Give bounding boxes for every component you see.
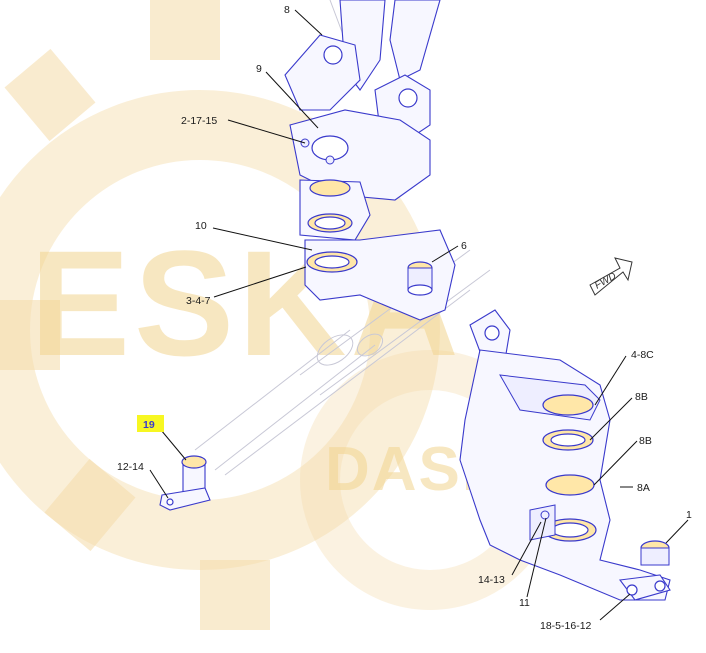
callout-11[interactable]: 11 — [519, 597, 530, 609]
callout-2-17-15[interactable]: 2-17-15 — [181, 115, 217, 127]
callout-14-13[interactable]: 14-13 — [478, 574, 505, 586]
callout-8a[interactable]: 8A — [637, 482, 650, 494]
callout-10[interactable]: 10 — [195, 220, 207, 232]
fwd-label: FWD — [593, 271, 618, 292]
callout-18-5-16-12[interactable]: 18-5-16-12 — [540, 620, 592, 632]
callout-19[interactable]: 19 — [143, 419, 155, 431]
callout-8[interactable]: 8 — [284, 4, 290, 16]
fwd-arrow-icon: FWD — [589, 257, 633, 296]
callout-8b-upper[interactable]: 8B — [635, 391, 648, 403]
callout-8b-lower[interactable]: 8B — [639, 435, 652, 447]
watermark: ESKA DASKA — [0, 0, 560, 630]
callout-9[interactable]: 9 — [256, 63, 262, 75]
callout-labels: 8 9 2-17-15 10 6 3-4-7 19 12-14 4-8C 8B … — [117, 4, 692, 632]
callout-1[interactable]: 1 — [686, 509, 692, 521]
leader-lines — [149, 9, 689, 621]
pin-part-19 — [159, 455, 211, 511]
lower-frame-assembly — [459, 309, 671, 601]
callout-6[interactable]: 6 — [461, 240, 467, 252]
upper-frame-assembly — [284, 0, 456, 321]
callout-12-14[interactable]: 12-14 — [117, 461, 144, 473]
callout-4-8c[interactable]: 4-8C — [631, 349, 654, 361]
callout-19-highlight — [137, 415, 164, 432]
callout-3-4-7[interactable]: 3-4-7 — [186, 295, 211, 307]
